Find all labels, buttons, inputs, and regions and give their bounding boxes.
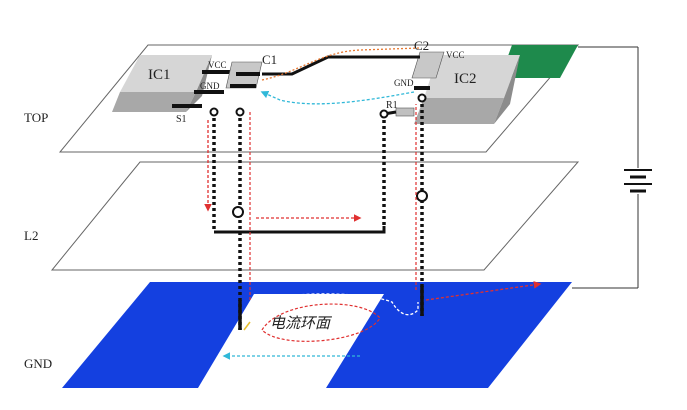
c1-pad-bottom [230, 84, 256, 88]
gnd-plane-cutout [198, 294, 384, 388]
label-ic2-gnd: GND [394, 78, 414, 88]
green-pad [500, 45, 578, 78]
via-dot-s1 [209, 107, 219, 117]
l2-layer-plane [50, 161, 580, 271]
via-dot-gnd-right [417, 93, 427, 103]
ic1-body-top [120, 55, 212, 92]
label-loop-area: 电流环面 [270, 315, 333, 332]
current-red-gnd-right [425, 281, 542, 301]
label-c2: C2 [414, 38, 429, 53]
label-ic1: IC1 [148, 67, 171, 83]
ic1-vcc-pin [202, 70, 238, 74]
via-dot-gnd-left [235, 107, 245, 117]
current-cyan-top [260, 90, 415, 105]
label-top-layer: TOP [24, 110, 48, 125]
label-ic2-vcc: VCC [446, 50, 465, 60]
label-c1: C1 [262, 52, 277, 67]
ic1-body-front [112, 92, 196, 112]
ic2-body-top [424, 55, 520, 98]
label-gnd-layer: GND [24, 356, 52, 371]
via-l2-ring-left [232, 206, 244, 218]
c1-pad-top [236, 72, 260, 76]
gnd-loop-arrow [243, 321, 251, 331]
current-orange-top [261, 47, 421, 81]
label-r1: R1 [386, 100, 398, 111]
r1-resistor [395, 107, 415, 117]
ic1-gnd-pin [194, 90, 224, 94]
top-vcc-trace [262, 55, 420, 76]
label-l2-layer: L2 [24, 228, 38, 243]
ic1-pin3 [172, 104, 202, 108]
ic2-gnd-pin [414, 86, 430, 90]
via-l2-ring-right [416, 190, 428, 202]
label-s1: S1 [176, 114, 187, 125]
label-ic1-gnd: GND [200, 81, 220, 91]
current-loop-outline [257, 293, 419, 316]
label-ic2: IC2 [454, 71, 477, 87]
current-loop-ellipse [261, 303, 381, 342]
via-dot-r1 [379, 109, 389, 119]
label-ic1-vcc: VCC [208, 60, 227, 70]
ic2-body-front [414, 98, 504, 124]
l2-signal-trace [214, 226, 386, 234]
